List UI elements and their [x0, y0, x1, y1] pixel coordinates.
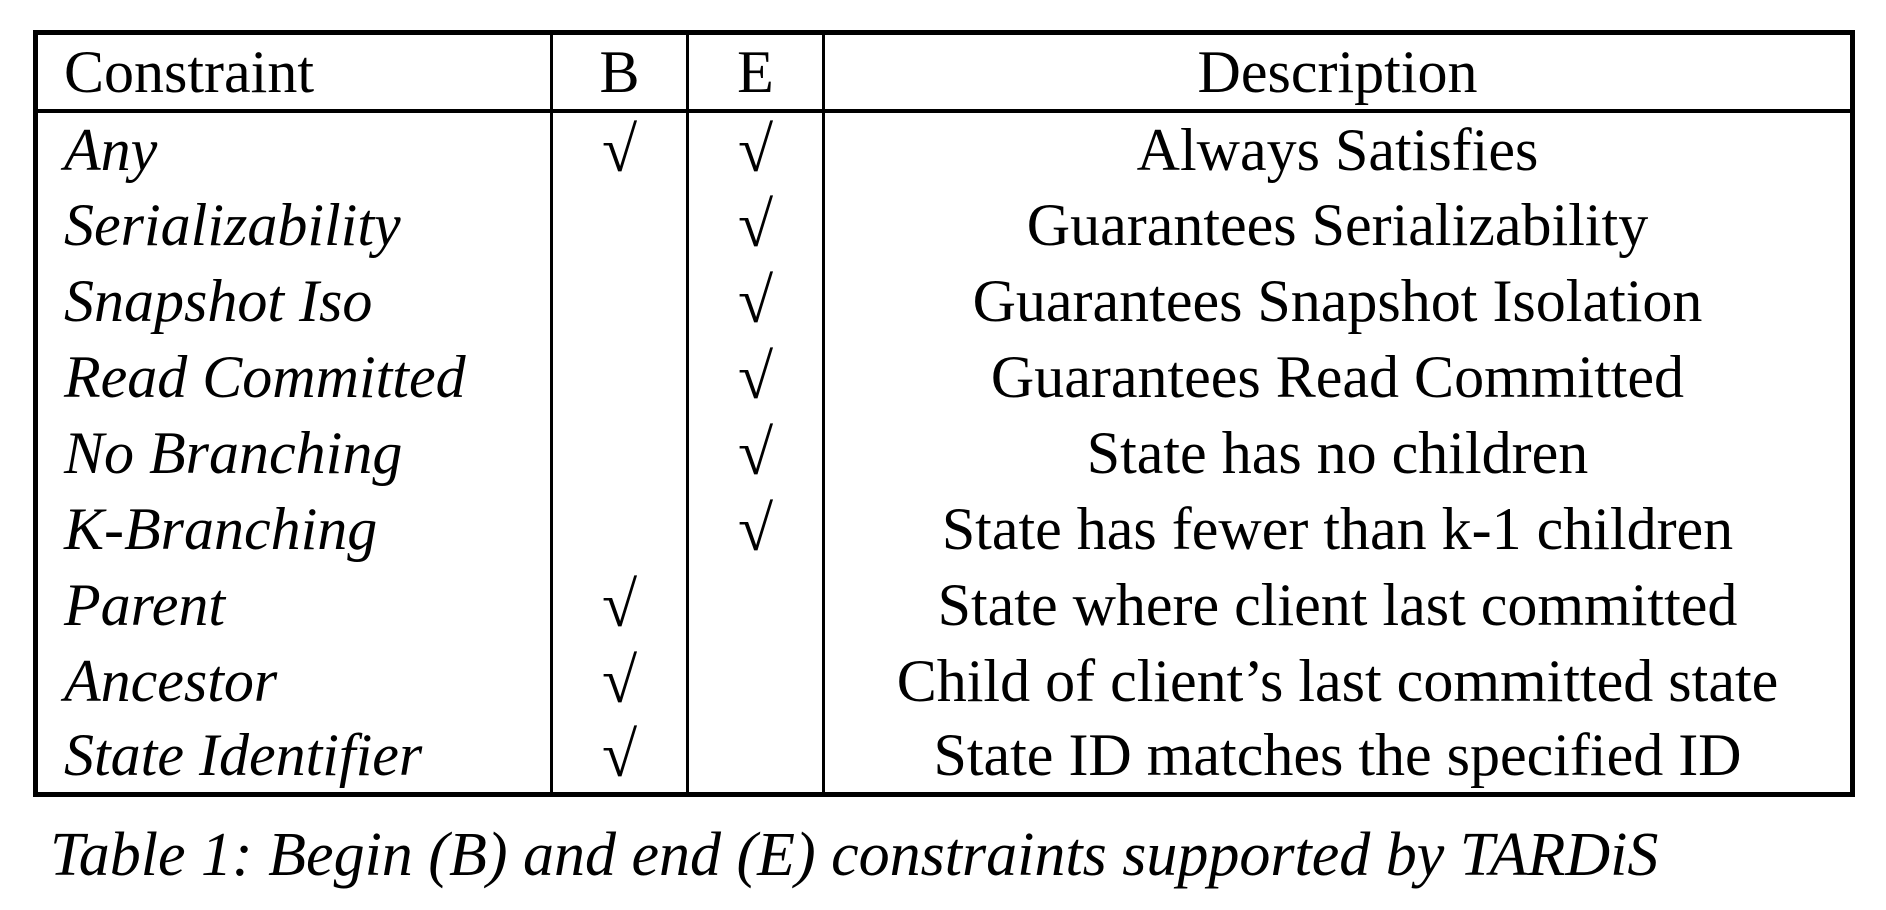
constraint-name: State Identifier — [64, 722, 423, 789]
constraint-name: No Branching — [64, 419, 403, 486]
end-checkmark: √ — [687, 338, 825, 415]
constraint-name: Read Committed — [64, 343, 466, 410]
table-row: State Identifier √ State ID matches the … — [36, 718, 1853, 795]
column-header-end: E — [687, 32, 825, 113]
table-row: Parent √ State where client last committ… — [36, 566, 1853, 643]
constraint-name: Serializability — [64, 191, 401, 258]
begin-checkmark — [550, 262, 689, 339]
end-checkmark: √ — [687, 186, 825, 263]
end-checkmark: √ — [687, 490, 825, 567]
begin-checkmark: √ — [550, 642, 689, 719]
end-checkmark: √ — [687, 110, 825, 187]
table-row: K-Branching √ State has fewer than k-1 c… — [36, 490, 1853, 567]
begin-checkmark — [550, 186, 689, 263]
constraint-description: Guarantees Read Committed — [990, 343, 1685, 410]
table-row: Any √ √ Always Satisfies — [36, 110, 1853, 187]
begin-checkmark — [550, 338, 689, 415]
end-checkmark: √ — [687, 262, 825, 339]
constraint-name: Parent — [64, 571, 226, 638]
constraint-description: State where client last committed — [937, 571, 1738, 638]
end-checkmark — [687, 566, 825, 643]
table-row: Serializability √ Guarantees Serializabi… — [36, 186, 1853, 263]
constraint-description: Guarantees Serializability — [1026, 191, 1649, 258]
constraint-name: Any — [64, 116, 158, 183]
constraint-description: State ID matches the specified ID — [933, 722, 1742, 789]
column-header-description: Description — [823, 32, 1853, 113]
table-row: Read Committed √ Guarantees Read Committ… — [36, 338, 1853, 415]
begin-checkmark: √ — [550, 718, 689, 795]
table-caption: Table 1: Begin (B) and end (E) constrain… — [50, 821, 1659, 889]
column-header-constraint: Constraint — [35, 32, 552, 113]
begin-checkmark — [550, 414, 689, 491]
begin-checkmark: √ — [550, 566, 689, 643]
constraint-description: State has fewer than k-1 children — [941, 495, 1734, 562]
end-checkmark: √ — [687, 414, 825, 491]
end-checkmark — [687, 718, 825, 795]
constraint-description: State has no children — [1086, 419, 1589, 486]
column-header-begin: B — [550, 32, 689, 113]
constraint-name: Snapshot Iso — [64, 267, 373, 334]
header-row: Constraint B E Description — [35, 32, 1853, 113]
table-row: Snapshot Iso √ Guarantees Snapshot Isola… — [36, 262, 1853, 339]
constraint-description: Child of client’s last committed state — [896, 647, 1779, 714]
constraint-description: Guarantees Snapshot Isolation — [972, 267, 1703, 334]
table-row: Ancestor √ Child of client’s last commit… — [36, 642, 1853, 719]
constraint-description: Always Satisfies — [1136, 116, 1539, 183]
begin-checkmark: √ — [550, 110, 689, 187]
table-row: No Branching √ State has no children — [36, 414, 1853, 491]
constraints-table: Constraint B E Description Any √ √ Alway… — [33, 30, 1855, 797]
constraint-name: Ancestor — [64, 647, 278, 714]
begin-checkmark — [550, 490, 689, 567]
end-checkmark — [687, 642, 825, 719]
constraint-name: K-Branching — [64, 495, 378, 562]
